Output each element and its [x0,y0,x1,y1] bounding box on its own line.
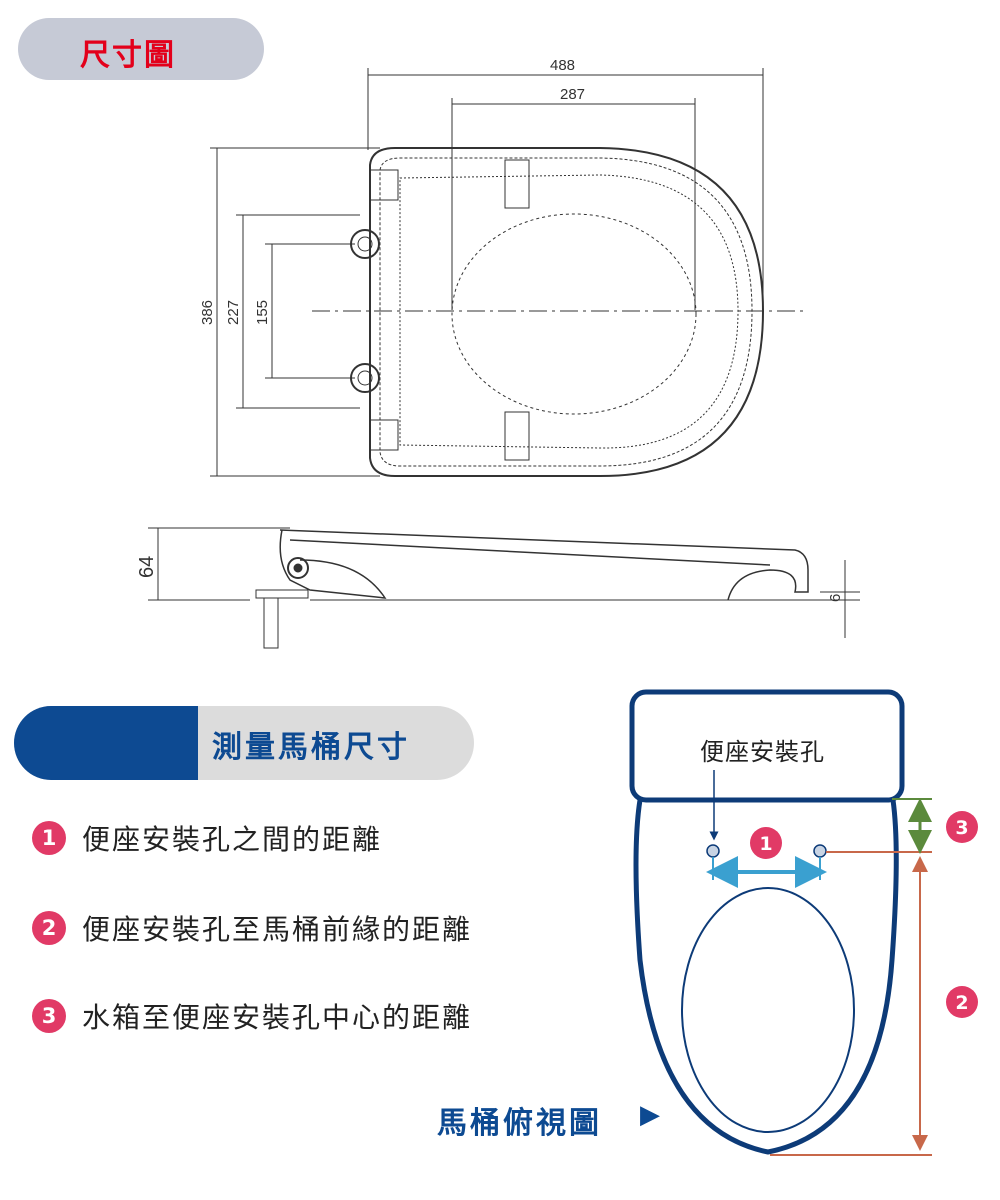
list-item: 3 水箱至便座安裝孔中心的距離 [32,996,472,1036]
diagram-badge-2: 2 [955,992,968,1014]
diagram-badge-1: 1 [759,833,772,855]
hole-label: 便座安裝孔 [700,738,825,766]
item-text: 便座安裝孔之間的距離 [82,823,383,856]
list-item: 2 便座安裝孔至馬桶前緣的距離 [32,908,472,948]
dim-6: 6 [827,594,844,602]
dim-386: 386 [199,300,216,325]
list-item: 1 便座安裝孔之間的距離 [32,818,382,858]
play-arrow-icon: ▶ [640,1100,660,1130]
badge-2: 2 [32,911,66,945]
dim-227: 227 [225,300,242,325]
badge-3: 3 [32,999,66,1033]
view-label: 馬桶俯視圖 [437,1106,602,1141]
title-pill [18,18,264,80]
dim-155: 155 [254,300,271,325]
section-header [14,706,474,780]
dim-287: 287 [560,86,585,103]
page-title: 尺寸圖 [80,38,176,73]
item-text: 便座安裝孔至馬桶前緣的距離 [82,913,473,946]
technical-drawing: 488 287 386 227 155 64 6 [136,57,860,649]
section-accent [14,706,198,780]
diagram-badge-3: 3 [955,817,968,839]
badge-1: 1 [32,821,66,855]
dim-488: 488 [550,57,575,74]
item-text: 水箱至便座安裝孔中心的距離 [82,1001,473,1034]
section-title: 測量馬桶尺寸 [212,730,410,765]
dim-64: 64 [136,556,158,578]
